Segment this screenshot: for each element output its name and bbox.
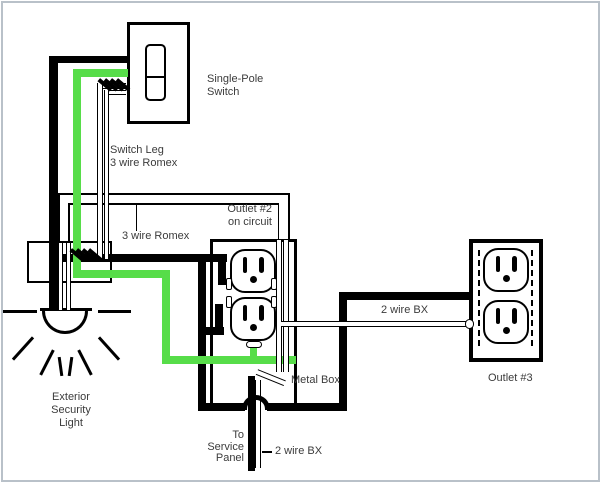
white-wire-bx-to-outlet3 [281,321,469,327]
cable-clamp-arch [242,395,270,410]
switch-box [127,22,190,124]
receptacle-slot [242,257,247,273]
black-wire-box-to-outlet2 [49,254,227,262]
receptacle-ground-hole [249,323,257,331]
white-switch-leg-wire-1 [97,83,103,258]
label-3-wire-romex: 3 wire Romex [122,230,190,242]
label-to-service-panel: To Service Panel [204,429,244,465]
label-2-wire-bx-bottom: 2 wire BX [275,445,323,457]
switch-toggle-midline [146,76,165,78]
outlet2-lower-receptacle-icon [230,297,276,341]
green-wire-into-outlet2 [162,356,296,364]
black-wire-bx-riser [339,292,347,411]
terminal-screw [271,296,277,308]
receptacle-slot [242,305,247,321]
label-line: 3 wire Romex [110,157,178,169]
receptacle-slot [495,256,500,272]
receptacle-slot [512,308,517,324]
white-wire-outlet2-right-2 [283,240,289,372]
white-wire-service-panel [255,380,261,468]
white-wire-to-light-2 [65,243,71,310]
cover-plate-dashes-right [530,250,533,346]
receptacle-slot [259,257,264,273]
black-wire-lower-terminal-hook [215,304,223,331]
label-line: Exterior [52,391,90,403]
label-line: Switch [207,86,240,98]
black-wire-box-bottom-right [267,403,347,411]
terminal-screw [271,278,277,290]
white-wire-end-cap [464,319,474,329]
receptacle-slot [495,308,500,324]
label-line: Panel [215,452,244,464]
romex-channel-outer-top [58,193,290,195]
romex-channel-inner-right [277,203,279,239]
label-line: Security [51,404,91,416]
romex-channel-inner-top [69,203,279,205]
black-wire-to-upper-terminal [218,254,226,285]
receptacle-slot [259,305,264,321]
black-wire-box-bottom-left [198,403,245,411]
label-line: Single-Pole [207,73,264,85]
outlet3-lower-receptacle-icon [483,300,529,344]
romex-channel-outer-left [58,193,60,242]
white-switch-leg-wire-2 [103,89,109,259]
label-outlet3: Outlet #3 [488,372,533,384]
black-wire-down-to-light [49,56,58,311]
label-line: on circuit [227,216,272,228]
label-outlet2: Outlet #2 on circuit [212,203,272,229]
green-wire-switch-horizontal [77,69,128,77]
label-exterior-security-light: Exterior Security Light [39,391,103,430]
cover-plate-dashes-left [478,250,480,346]
green-wire-vertical-drop [73,69,81,278]
terminal-screw [225,278,232,290]
light-ray [98,310,131,313]
black-wire-service-panel [248,376,255,471]
white-wire-to-light-1 [57,243,63,310]
label-2-wire-bx-top: 2 wire BX [381,304,429,316]
label-line: Switch Leg [110,144,164,156]
black-wire-lower-terminal-branch [198,327,224,335]
label-line: Light [59,417,83,429]
label-line: Outlet #2 [227,203,272,215]
romex-channel-inner-left [68,203,70,242]
outlet2-upper-receptacle-icon [230,249,276,293]
receptacle-ground-hole [502,326,510,334]
light-ray [3,310,37,313]
black-wire-bx-to-outlet3 [339,292,473,300]
label-single-pole-switch: Single-Pole Switch [207,73,263,99]
black-wire-switch-feed-horizontal [51,56,130,63]
terminal-screw [225,296,232,308]
receptacle-ground-hole [502,274,510,282]
green-wire-ground-screw-stub [249,346,257,358]
receptacle-ground-hole [249,275,257,283]
green-wire-box-exit [73,270,170,278]
switch-toggle [145,44,166,101]
label-switch-leg: Switch Leg 3 wire Romex [110,144,177,170]
green-wire-mid-drop [162,270,170,364]
label-line: To [232,429,244,441]
outlet3-upper-receptacle-icon [483,248,529,292]
romex-channel-outer-right [288,193,290,239]
receptacle-slot [512,256,517,272]
romex-label-leader-line [136,204,138,231]
bx-label-leader-line [262,451,272,453]
label-metal-box: Metal Box [291,374,340,386]
mounting-screw-slot [246,341,262,348]
label-line: Service [207,440,244,453]
